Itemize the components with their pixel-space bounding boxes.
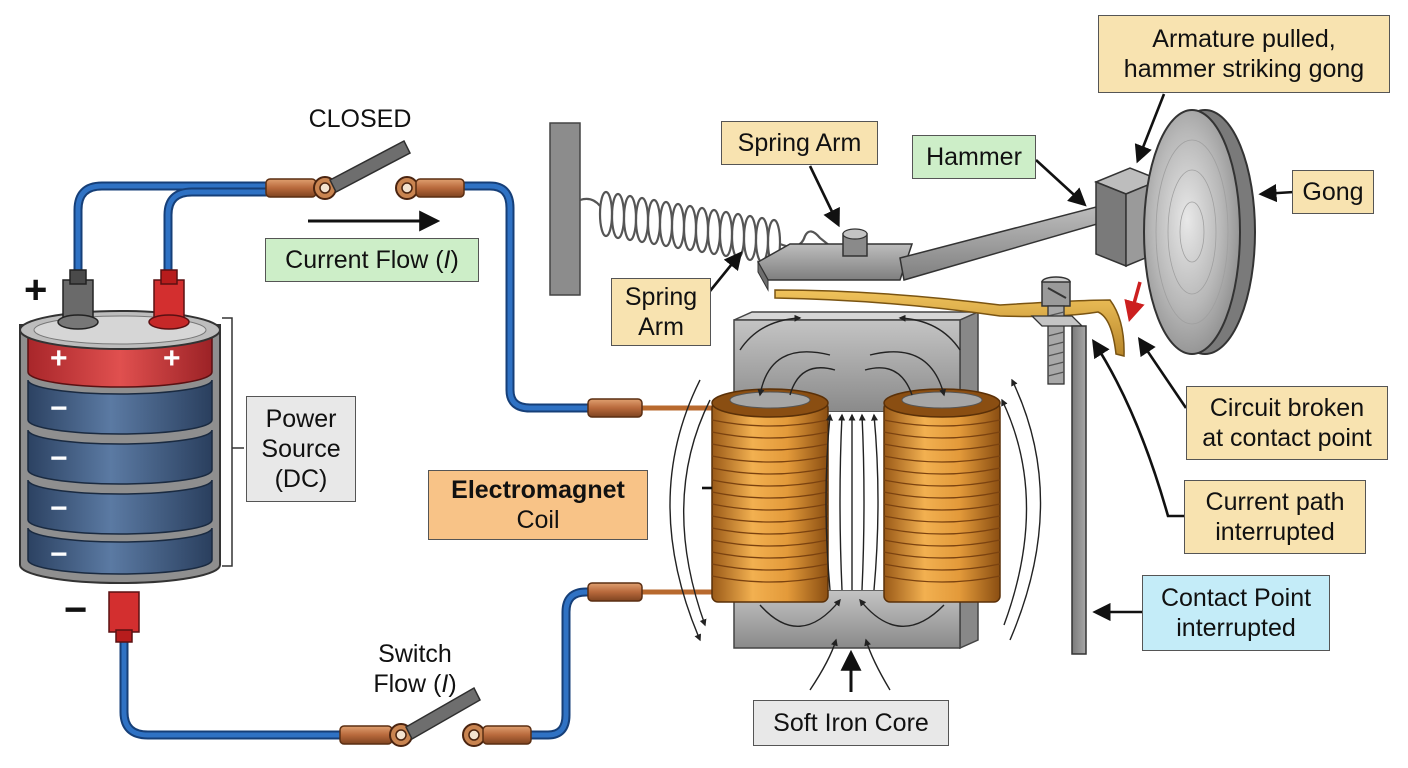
closed-label: CLOSED: [308, 105, 412, 133]
armature: [756, 205, 1105, 292]
coil-connector-bottom: [587, 582, 643, 602]
contact-post: [1030, 315, 1087, 655]
gong-label: Gong: [1292, 170, 1374, 214]
cell-minus-4: −: [50, 538, 68, 571]
pointer-arrows: [702, 93, 1295, 622]
hammer-label: Hammer: [912, 135, 1036, 179]
left-coil: [711, 388, 829, 603]
contact-spring-strip: [774, 289, 1125, 357]
gong: [1143, 109, 1256, 355]
cell-minus-3: −: [50, 492, 68, 525]
contact-point-label: Contact Point interrupted: [1142, 575, 1330, 651]
cell-minus-1: −: [50, 392, 68, 425]
cell-minus-2: −: [50, 442, 68, 475]
wall-mount: [549, 122, 581, 296]
cell-plus-right: +: [163, 342, 181, 375]
wires: [73, 181, 719, 740]
current-path-label: Current path interrupted: [1184, 480, 1366, 554]
armature-label: Armature pulled, hammer striking gong: [1098, 15, 1390, 93]
current-flow-label: Current Flow (I): [265, 238, 479, 282]
strike-arrow: [1124, 281, 1145, 323]
electromagnet-coil-label: Electromagnet Coil: [428, 470, 648, 540]
battery-bracket: [222, 317, 233, 567]
battery-negative-sign: −: [64, 588, 88, 632]
battery: [19, 269, 221, 643]
right-coil: [883, 388, 1001, 603]
spring-arm-top-label: Spring Arm: [721, 121, 878, 165]
switch-flow-label: Switch Flow (I): [373, 640, 457, 698]
magnetic-field-lines: [669, 314, 1042, 691]
top-switch[interactable]: [265, 139, 465, 200]
bottom-switch[interactable]: [339, 686, 532, 747]
spring-arm-side-label: Spring Arm: [611, 278, 711, 346]
coil-connector-top: [587, 398, 643, 418]
circuit-broken-label: Circuit broken at contact point: [1186, 386, 1388, 460]
power-source-label: Power Source (DC): [246, 396, 356, 502]
battery-positive-sign: +: [24, 268, 48, 312]
soft-iron-core-label: Soft Iron Core: [753, 700, 949, 746]
contact-screw: [1041, 276, 1071, 385]
cell-plus-left: +: [50, 342, 68, 375]
